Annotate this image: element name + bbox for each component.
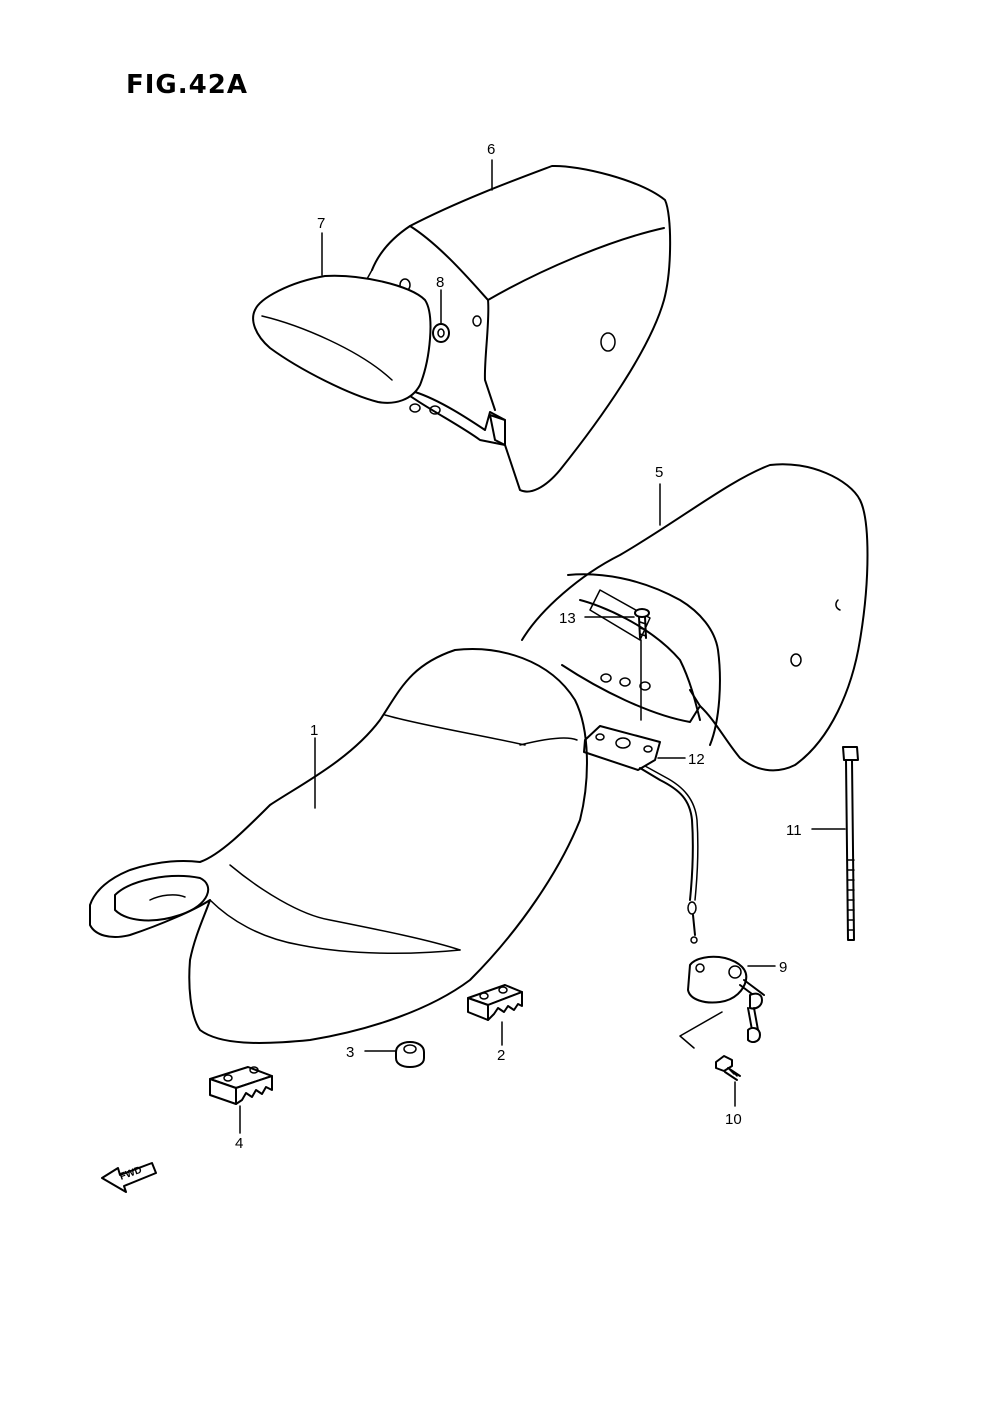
- part-8-grommet: [432, 323, 450, 343]
- callout-11: 11: [786, 822, 802, 839]
- figure-title: FIG.42A: [126, 70, 248, 100]
- callout-10: 10: [725, 1111, 742, 1128]
- leader-lines: [239, 159, 846, 1134]
- callout-1: 1: [310, 722, 318, 739]
- callout-7: 7: [317, 215, 325, 232]
- part-4-rubber-block: [209, 1066, 273, 1105]
- part-2-rubber-block: [467, 984, 523, 1021]
- callout-12: 12: [688, 751, 705, 768]
- part-12-seat-lock-plate: [583, 725, 699, 944]
- callout-6: 6: [487, 141, 495, 158]
- part-13-screw: [634, 608, 650, 639]
- part-11-cable-tie: [842, 746, 859, 941]
- callout-3: 3: [346, 1044, 354, 1061]
- part-9-seat-lock: [679, 955, 765, 1049]
- callout-4: 4: [235, 1135, 243, 1152]
- callout-2: 2: [497, 1047, 505, 1064]
- part-3-cushion: [395, 1041, 425, 1068]
- callout-13: 13: [559, 610, 576, 627]
- part-1-main-seat: [89, 648, 588, 1044]
- part-5-rear-seat: [521, 463, 869, 772]
- callout-5: 5: [655, 464, 663, 481]
- part-7-seat-pad: [252, 274, 432, 404]
- part-10-bolt: [715, 1055, 741, 1081]
- fwd-arrow-icon: FWD: [101, 1162, 157, 1193]
- callout-9: 9: [779, 959, 787, 976]
- callout-8: 8: [436, 274, 444, 291]
- part-6-seat-tail-cover: [361, 164, 672, 493]
